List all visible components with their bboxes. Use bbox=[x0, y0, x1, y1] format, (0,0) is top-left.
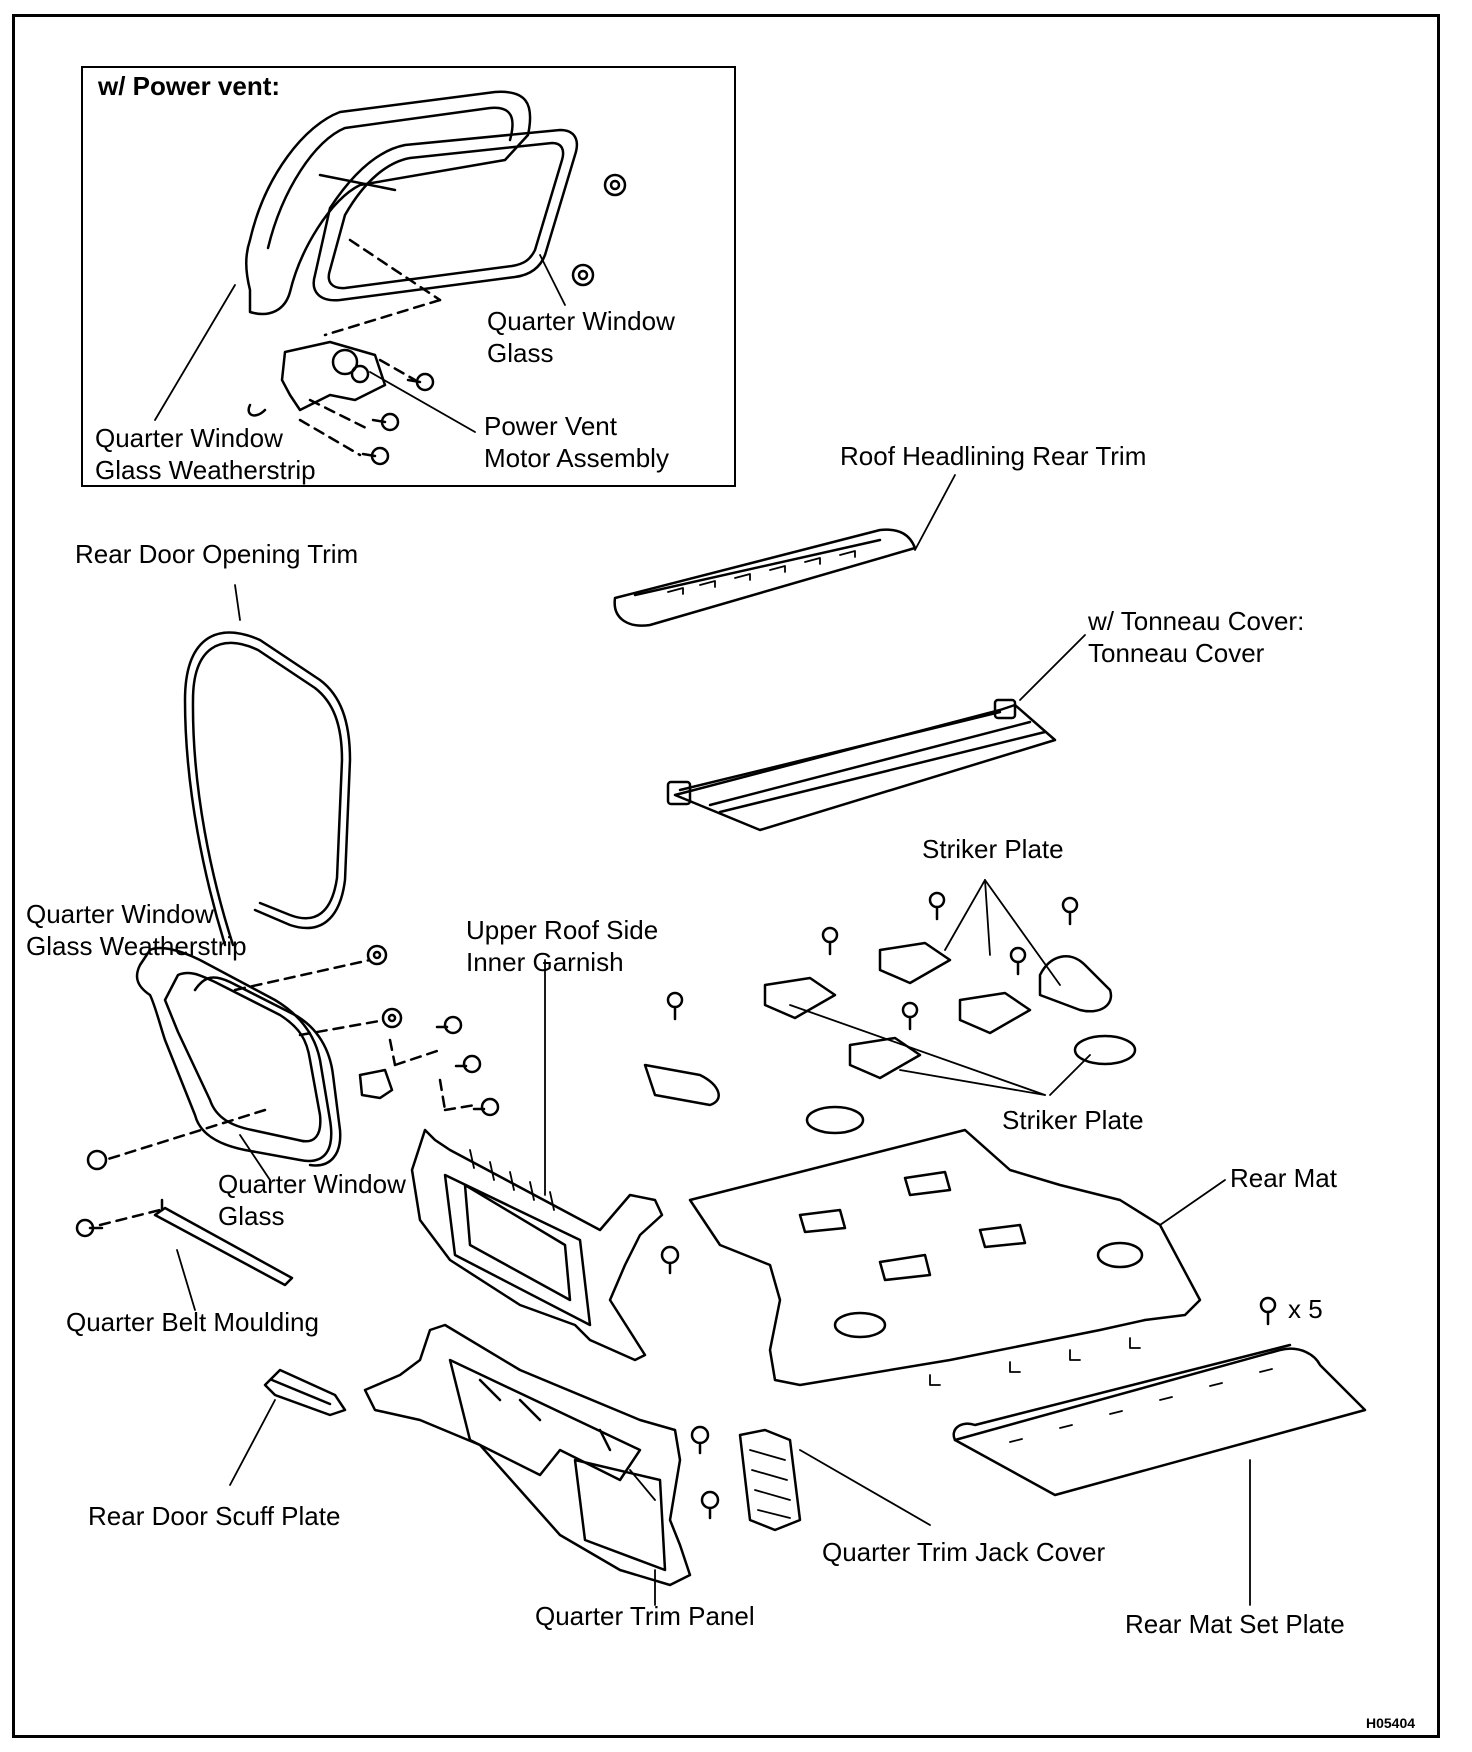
rear-mat-set-plate bbox=[952, 1296, 1367, 1606]
inset-weatherstrip bbox=[245, 90, 532, 316]
label-rear-mat: Rear Mat bbox=[1230, 1163, 1337, 1193]
label-quarter-belt-moulding: Quarter Belt Moulding bbox=[66, 1307, 319, 1337]
inset-power-vent-motor bbox=[247, 340, 387, 417]
inset-label-weatherstrip: Quarter Window Glass Weatherstrip bbox=[95, 423, 316, 485]
inset-label-power-vent-motor: Power Vent Motor Assembly bbox=[484, 411, 669, 473]
striker-plates bbox=[643, 879, 1137, 1135]
rear-door-opening-trim bbox=[183, 584, 352, 947]
inset-quarter-window-glass bbox=[312, 128, 579, 302]
power-vent-inset-box bbox=[81, 66, 736, 487]
quarter-window-glass-assembly bbox=[135, 946, 342, 1167]
inset-label-quarter-window-glass: Quarter Window Glass bbox=[487, 306, 675, 368]
figure-code: H05404 bbox=[1366, 1715, 1416, 1731]
striker-screws bbox=[666, 891, 1079, 1031]
label-x5: x 5 bbox=[1288, 1294, 1323, 1324]
quarter-trim-panel bbox=[363, 1323, 692, 1606]
rear-mat bbox=[688, 1128, 1226, 1387]
quarter-window-fasteners bbox=[75, 944, 500, 1238]
label-quarter-window-glass: Quarter Window Glass bbox=[218, 1169, 406, 1231]
label-striker-plate-bottom: Striker Plate bbox=[1002, 1105, 1144, 1135]
quarter-belt-moulding bbox=[153, 1198, 294, 1311]
label-rear-door-scuff-plate: Rear Door Scuff Plate bbox=[88, 1501, 341, 1531]
quarter-trim-jack-cover bbox=[660, 1245, 931, 1532]
inset-dashed-lines bbox=[298, 238, 442, 457]
inset-nuts-bolts bbox=[361, 173, 627, 466]
misc-leader-lines bbox=[629, 1469, 656, 1501]
quarter-window-dashed-lines bbox=[98, 958, 477, 1227]
roof-headlining-rear-trim bbox=[613, 474, 956, 627]
tonneau-cover bbox=[666, 634, 1086, 832]
label-rear-door-opening-trim: Rear Door Opening Trim bbox=[75, 539, 359, 569]
label-quarter-window-weatherstrip: Quarter Window Glass Weatherstrip bbox=[26, 899, 247, 961]
label-quarter-trim-jack-cover: Quarter Trim Jack Cover bbox=[822, 1537, 1106, 1567]
label-upper-roof-side-inner-garnish: Upper Roof Side Inner Garnish bbox=[466, 915, 659, 977]
quarter-window-leaders bbox=[239, 1134, 271, 1181]
label-quarter-trim-panel: Quarter Trim Panel bbox=[535, 1601, 755, 1631]
label-striker-plate-top: Striker Plate bbox=[922, 834, 1064, 864]
label-tonneau-cover: w/ Tonneau Cover: Tonneau Cover bbox=[1088, 606, 1305, 668]
label-rear-mat-set-plate: Rear Mat Set Plate bbox=[1125, 1609, 1345, 1639]
rear-door-scuff-plate bbox=[229, 1368, 347, 1486]
label-roof-headlining-rear-trim: Roof Headlining Rear Trim bbox=[840, 441, 1147, 471]
upper-roof-side-inner-garnish bbox=[410, 959, 664, 1362]
inset-leader-lines bbox=[154, 254, 566, 433]
inset-title: w/ Power vent: bbox=[98, 71, 281, 101]
